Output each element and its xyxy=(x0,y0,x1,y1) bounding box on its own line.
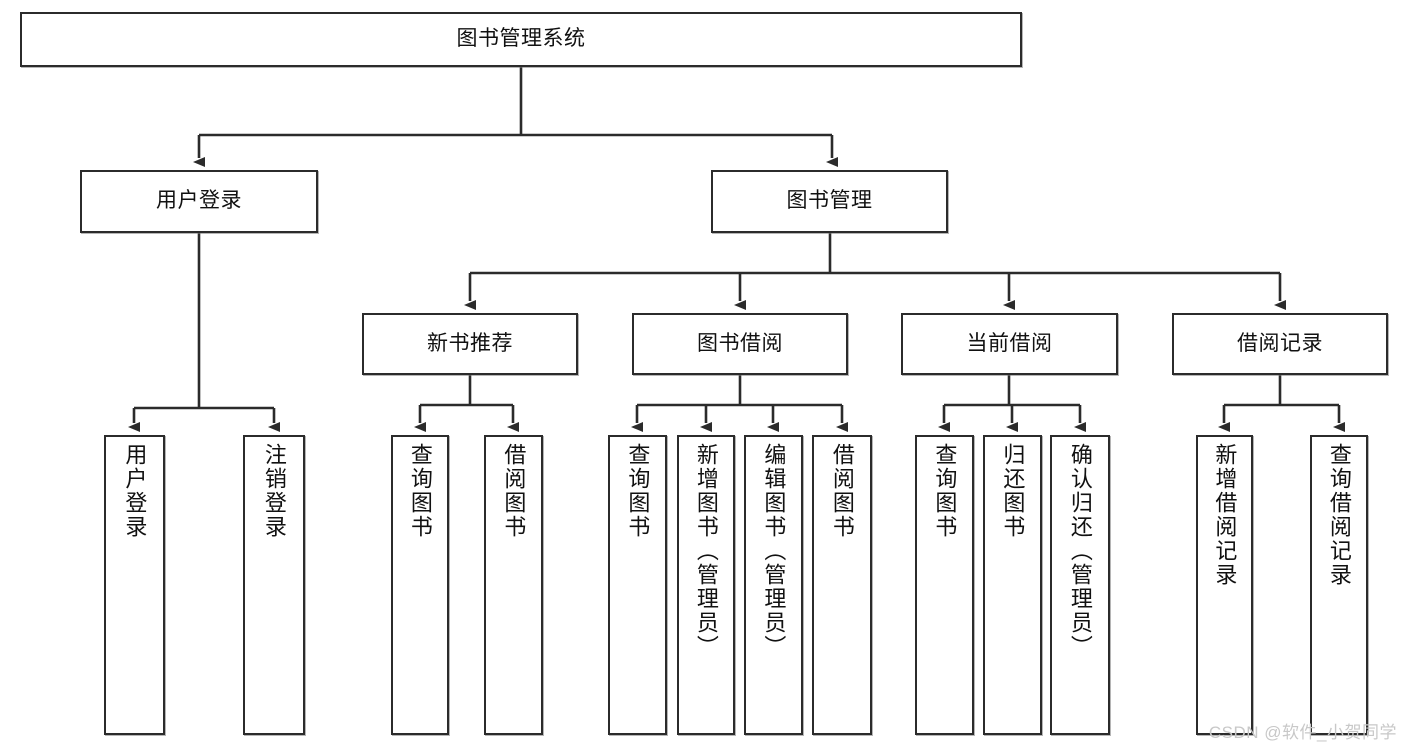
node-borrow-record[interactable]: 借阅记录 xyxy=(1172,313,1388,375)
node-root[interactable]: 图书管理系统 xyxy=(20,12,1022,67)
node-leaf-user-login-label: 用户登录 xyxy=(122,443,148,539)
node-leaf-add-book-label: 新增图书（管理员） xyxy=(693,443,719,659)
node-leaf-query-record[interactable]: 查询借阅记录 xyxy=(1310,435,1368,735)
node-leaf-query-book-2-label: 查询图书 xyxy=(625,443,651,539)
node-book-borrow-label: 图书借阅 xyxy=(697,331,783,355)
node-leaf-confirm-return-label: 确认归还（管理员） xyxy=(1067,443,1093,659)
node-leaf-return-book[interactable]: 归还图书 xyxy=(983,435,1042,735)
node-leaf-query-book-1[interactable]: 查询图书 xyxy=(391,435,449,735)
node-leaf-confirm-return[interactable]: 确认归还（管理员） xyxy=(1050,435,1110,735)
node-leaf-add-book[interactable]: 新增图书（管理员） xyxy=(677,435,735,735)
node-leaf-logout[interactable]: 注销登录 xyxy=(243,435,305,735)
node-leaf-logout-label: 注销登录 xyxy=(261,443,287,539)
node-leaf-borrow-book-1-label: 借阅图书 xyxy=(501,443,527,539)
node-book-borrow[interactable]: 图书借阅 xyxy=(632,313,848,375)
node-leaf-user-login[interactable]: 用户登录 xyxy=(104,435,165,735)
node-leaf-edit-book-label: 编辑图书（管理员） xyxy=(761,443,787,659)
watermark: CSDN @软件_小贺同学 xyxy=(1208,723,1397,742)
node-borrow-record-label: 借阅记录 xyxy=(1237,331,1323,355)
node-leaf-borrow-book-1[interactable]: 借阅图书 xyxy=(484,435,543,735)
node-new-book-recommend-label: 新书推荐 xyxy=(427,331,513,355)
node-user-login[interactable]: 用户登录 xyxy=(80,170,318,233)
node-book-manage[interactable]: 图书管理 xyxy=(711,170,948,233)
node-leaf-query-book-1-label: 查询图书 xyxy=(407,443,433,539)
node-leaf-query-record-label: 查询借阅记录 xyxy=(1326,443,1352,587)
node-user-login-label: 用户登录 xyxy=(156,189,242,213)
node-current-borrow[interactable]: 当前借阅 xyxy=(901,313,1118,375)
node-leaf-add-record-label: 新增借阅记录 xyxy=(1212,443,1238,587)
node-root-label: 图书管理系统 xyxy=(456,27,586,51)
node-leaf-edit-book[interactable]: 编辑图书（管理员） xyxy=(744,435,803,735)
node-leaf-borrow-book-2-label: 借阅图书 xyxy=(829,443,855,539)
node-leaf-borrow-book-2[interactable]: 借阅图书 xyxy=(812,435,872,735)
node-leaf-add-record[interactable]: 新增借阅记录 xyxy=(1196,435,1253,735)
node-new-book-recommend[interactable]: 新书推荐 xyxy=(362,313,578,375)
node-current-borrow-label: 当前借阅 xyxy=(966,331,1053,355)
node-book-manage-label: 图书管理 xyxy=(786,189,873,213)
node-leaf-query-book-2[interactable]: 查询图书 xyxy=(608,435,667,735)
node-leaf-query-book-3[interactable]: 查询图书 xyxy=(915,435,974,735)
node-leaf-query-book-3-label: 查询图书 xyxy=(932,443,958,539)
node-leaf-return-book-label: 归还图书 xyxy=(1000,443,1026,539)
